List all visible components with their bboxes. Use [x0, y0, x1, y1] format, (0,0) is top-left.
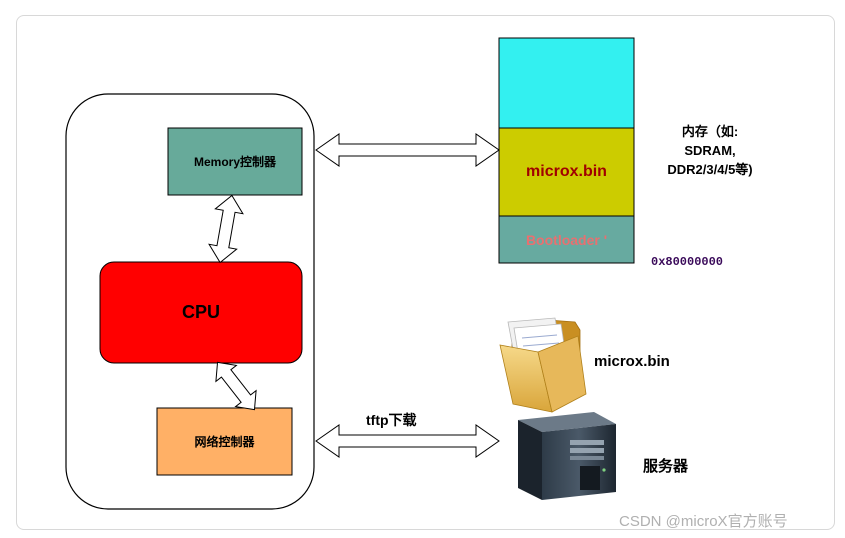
server-tower-icon	[518, 412, 616, 500]
watermark: CSDN @microX官方账号	[619, 513, 788, 530]
memory-controller-box	[167, 127, 303, 196]
memory-top-region	[498, 37, 635, 129]
server-label: 服务器	[643, 458, 689, 475]
network-controller-box	[156, 407, 293, 476]
memory-controller-label: Memory控制器	[193, 155, 276, 169]
memory-bootloader-region	[498, 215, 635, 264]
tftp-arrow	[315, 424, 500, 458]
cpu-netctrl-arrow	[215, 361, 257, 411]
cpu-label: CPU	[181, 302, 220, 322]
memory-caption: 内存（如: SDRAM, DDR2/3/4/5等)	[650, 122, 770, 179]
memory-base-address: 0x80000000	[651, 255, 724, 269]
diagram-frame	[16, 15, 835, 530]
memory-bootloader-label: Bootloader '	[525, 231, 608, 248]
memory-bus-arrow	[315, 133, 500, 167]
network-controller-label: 网络控制器	[194, 435, 255, 449]
cpu-box	[99, 261, 303, 364]
tftp-label: tftp下载	[366, 412, 417, 428]
memory-microx-label: microx.bin	[526, 163, 607, 180]
folder-icon	[499, 317, 587, 413]
memctrl-cpu-arrow	[208, 194, 244, 264]
memory-caption-line-3: DDR2/3/4/5等)	[667, 162, 753, 177]
server-file-label: microx.bin	[594, 353, 670, 370]
memory-caption-line-2: SDRAM,	[684, 143, 736, 158]
memory-caption-line-1: 内存（如:	[681, 124, 739, 139]
